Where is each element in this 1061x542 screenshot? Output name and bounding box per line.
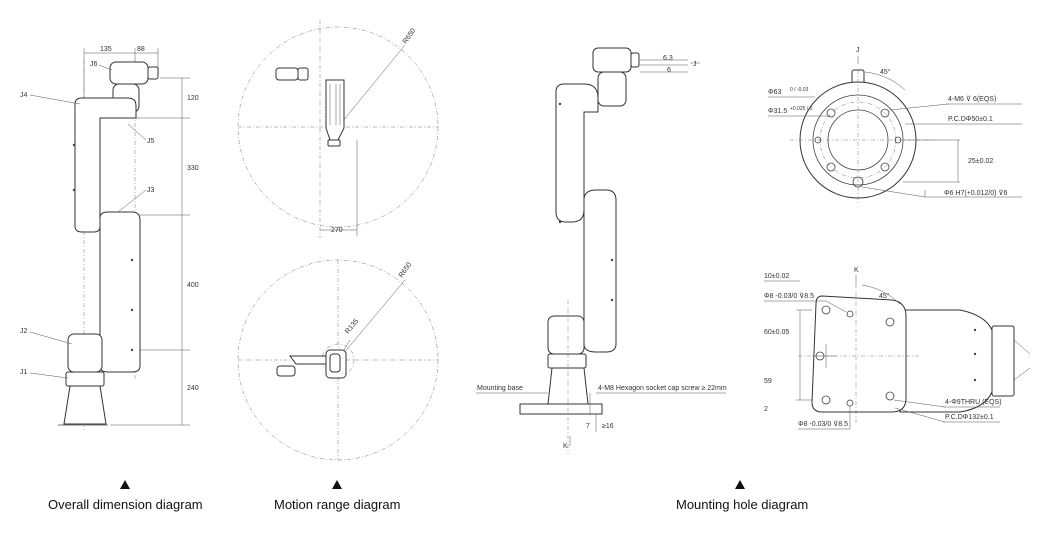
dim-59-label: 59 <box>764 378 772 385</box>
flange-view-j: J 45° Φ63 0 / -0.03 Φ31.5 +0.025 / 0 4-M… <box>768 47 1022 205</box>
pcd132-label: P.C.DΦ132±0.1 <box>945 414 994 421</box>
screw-note-label: 4-M8 Hexagon socket cap screw ≥ 22mm <box>598 385 727 392</box>
motion-range-drawing: R650 270 R650 R135 <box>237 20 439 461</box>
overall-dimension-drawing: 135 88 120 330 400 240 <box>20 46 199 430</box>
dim-88-label: 88 <box>137 46 145 53</box>
label-j6: J6 <box>90 61 98 68</box>
dim-16-label: ≥16 <box>602 423 614 430</box>
m6-label: 4-M6 ⊽ 6(EQS) <box>948 95 996 103</box>
dim-6-label: 6 <box>667 67 671 74</box>
overall-caption: Overall dimension diagram <box>48 497 203 512</box>
label-j4: J4 <box>20 92 28 99</box>
label-j1: J1 <box>20 369 28 376</box>
flange-j-label: J <box>856 47 860 54</box>
base-view-k: K 45° 10±0.02 Φ8 -0.03/0 ⊽8.5 60±0.05 <box>764 267 1031 430</box>
mounting-caption-marker <box>735 480 745 489</box>
dim-10-label: 10±0.02 <box>764 273 789 280</box>
phi8-top-label: Φ8 -0.03/0 ⊽8.5 <box>764 292 814 300</box>
r650-top-label: R650 <box>402 27 417 45</box>
thru-label: 4-Φ9THRU (EQS) <box>945 399 1002 406</box>
phi63-label: Φ63 <box>768 89 781 96</box>
phi31-5-label: Φ31.5 <box>768 108 787 115</box>
label-j5: J5 <box>147 138 155 145</box>
dim-6-3-label: 6.3 <box>663 55 673 62</box>
dim-330-label: 330 <box>187 165 199 172</box>
base-k-label: K <box>854 267 859 274</box>
view-k-label: K <box>563 443 568 450</box>
r135-label: R135 <box>344 318 360 335</box>
dim-120-label: 120 <box>187 95 199 102</box>
phi8-bottom-label: Φ8 -0.03/0 ⊽8.5 <box>798 420 848 428</box>
motion-caption: Motion range diagram <box>274 497 401 512</box>
dim-2-label: 2 <box>764 406 768 413</box>
pcd50-label: P.C.DΦ50±0.1 <box>948 116 993 123</box>
dim-60-label: 60±0.05 <box>764 329 789 336</box>
dim-7-label: 7 <box>586 423 590 430</box>
phi63-tol-label: 0 / -0.03 <box>790 87 809 93</box>
flange-j-angle-label: 45° <box>880 68 891 76</box>
overall-caption-marker <box>120 480 130 489</box>
label-j2: J2 <box>20 328 28 335</box>
label-j3: J3 <box>147 187 155 194</box>
dim-135-label: 135 <box>100 46 112 53</box>
view-j-label: J <box>693 61 697 68</box>
dim-270-label: 270 <box>331 227 343 234</box>
r650-bottom-label: R650 <box>398 261 413 279</box>
dim-400-label: 400 <box>187 282 199 289</box>
motion-caption-marker <box>332 480 342 489</box>
mounting-caption: Mounting hole diagram <box>676 497 809 512</box>
base-angle-label: 45° <box>879 292 890 300</box>
dim-240-label: 240 <box>187 385 199 392</box>
mounting-base-label: Mounting base <box>477 385 523 392</box>
phi31-5-tol-label: +0.025 / 0 <box>790 106 813 112</box>
dim-25-label: 25±0.02 <box>968 158 993 165</box>
phi6-label: Φ6 H7(+0.012/0) ⊽6 <box>944 189 1008 197</box>
mounting-side-drawing: 6.3 6 J Mounting base 4-M8 Hexagon socke… <box>476 47 727 454</box>
